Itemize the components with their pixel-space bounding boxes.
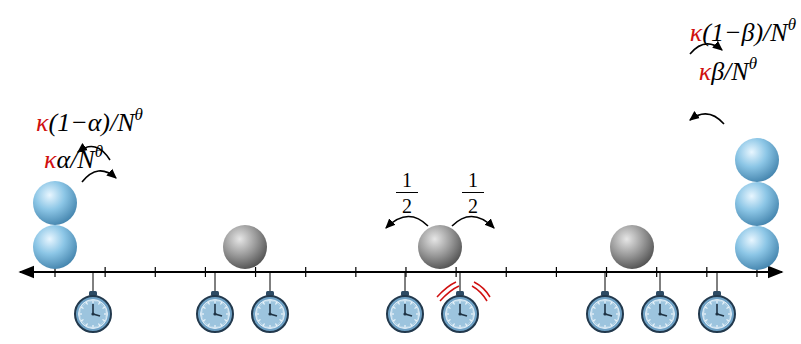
rate-label: κ(1−α)/Nθ [36, 106, 143, 136]
rate-term: β/N [711, 57, 749, 86]
clock-icon [699, 272, 735, 332]
numerator: 1 [462, 170, 484, 190]
clock-icon [252, 272, 288, 332]
exponent: θ [135, 105, 143, 124]
clock-icon [387, 272, 423, 332]
reservoir-ball [735, 226, 779, 270]
denominator: 2 [396, 196, 418, 216]
clock-icon [442, 272, 478, 332]
rate-label: κα/Nθ [44, 143, 103, 173]
clock-icon [75, 272, 111, 332]
exponent: θ [95, 142, 103, 161]
jump-arrow [690, 114, 724, 124]
clock-icon [197, 272, 233, 332]
particle [418, 225, 462, 269]
exponent: θ [749, 54, 757, 73]
rate-constant: κ [690, 18, 702, 47]
rate-constant: κ [44, 145, 56, 174]
clock-icon [587, 272, 623, 332]
reservoir-ball [33, 181, 77, 225]
jump-arrow [386, 216, 428, 228]
jump-rate: 12 [396, 170, 418, 216]
rate-constant: κ [36, 108, 48, 137]
clocks [75, 272, 735, 332]
denominator: 2 [462, 196, 484, 216]
rate-term: α/N [56, 145, 94, 174]
fraction-bar [462, 192, 484, 193]
reservoir-ball [735, 182, 779, 226]
clock-icon [642, 272, 678, 332]
ringing-marks [437, 282, 490, 301]
reservoir-ball [33, 225, 77, 269]
exponent: θ [788, 15, 796, 34]
rate-term: (1−α)/N [48, 108, 134, 137]
reservoir-ball [735, 138, 779, 182]
jump-arrow [452, 216, 494, 228]
rate-term: (1−β)/N [702, 18, 787, 47]
particle [223, 225, 267, 269]
rate-label: κβ/Nθ [699, 55, 757, 85]
jump-rate: 12 [462, 170, 484, 216]
rate-label: κ(1−β)/Nθ [690, 16, 796, 46]
particle [610, 225, 654, 269]
lattice-axis [26, 271, 776, 273]
numerator: 1 [396, 170, 418, 190]
rate-constant: κ [699, 57, 711, 86]
fraction-bar [396, 192, 418, 193]
